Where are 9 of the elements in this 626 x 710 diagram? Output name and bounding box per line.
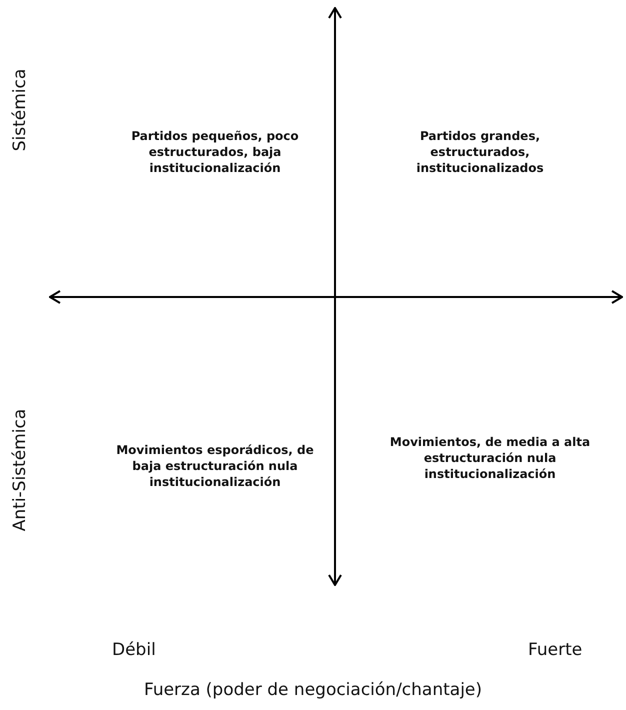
quadrant-text: Partidos pequeños, poco estructurados, baja institucionalización bbox=[130, 128, 300, 176]
axis-label: Sistémica bbox=[10, 68, 30, 152]
quadrant-text: Partidos grandes, estructurados, institucionalizados bbox=[415, 128, 545, 176]
axis-label: Anti-Sistémica bbox=[10, 408, 30, 532]
axis-label: Débil bbox=[112, 640, 156, 660]
quadrant-text: Movimientos, de media a alta estructuración nula institucionalización bbox=[388, 434, 592, 482]
quadrant-text: Movimientos esporádicos, de baja estructuración nula institucionalización bbox=[115, 442, 315, 490]
axis-title: Fuerza (poder de negociación/chantaje) bbox=[144, 680, 482, 700]
axis-label: Fuerte bbox=[528, 640, 582, 660]
